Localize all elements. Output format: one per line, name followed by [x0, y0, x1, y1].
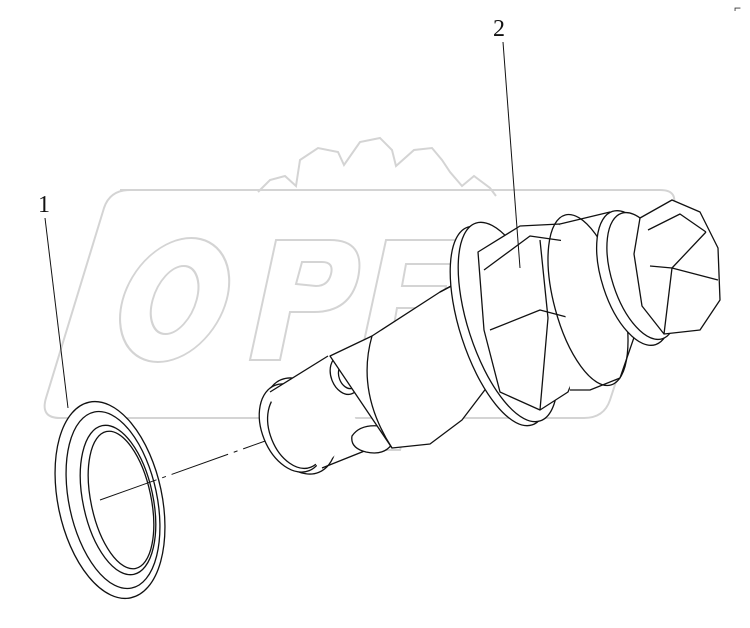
callout-label-1: 1 [38, 192, 50, 218]
callout-label-2: 2 [493, 16, 505, 42]
gear-icon [257, 136, 497, 197]
centerline [99, 439, 269, 501]
sealing-washer [54, 400, 166, 600]
valve-assembly [258, 199, 721, 475]
callout-2: 2 [493, 16, 521, 269]
leader-line-1 [44, 217, 69, 409]
leader-line-2 [502, 41, 521, 269]
callout-1: 1 [38, 192, 69, 409]
corner-mark: ⌐ [734, 1, 741, 15]
